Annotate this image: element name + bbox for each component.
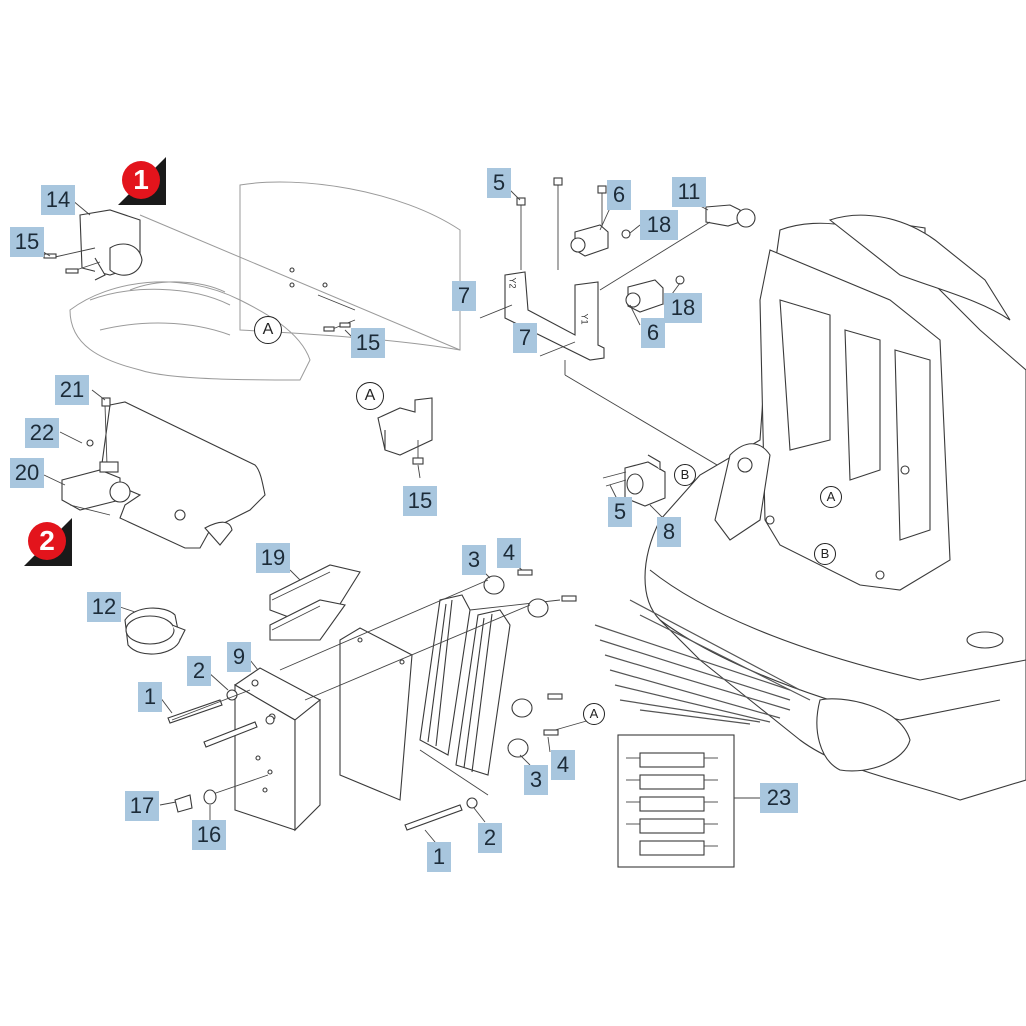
view-1-number: 1 <box>122 161 160 199</box>
view-1-badge[interactable]: 1 <box>118 157 166 205</box>
part-label-3[interactable]: 3 <box>524 765 548 795</box>
part-label-12[interactable]: 12 <box>87 592 121 622</box>
part-label-1[interactable]: 1 <box>427 842 451 872</box>
part-label-21[interactable]: 21 <box>55 375 89 405</box>
bracket-a-drawing <box>377 397 433 465</box>
reference-b-machine: B <box>814 543 836 565</box>
part-label-6[interactable]: 6 <box>607 180 631 210</box>
heat-sinks-drawing <box>419 594 561 796</box>
part-label-8[interactable]: 8 <box>657 517 681 547</box>
part-label-15[interactable]: 15 <box>10 227 44 257</box>
base-plate-drawing <box>61 397 266 549</box>
hood-panel-drawing <box>69 181 461 381</box>
reference-b-switch: B <box>674 464 696 486</box>
reference-a-machine: A <box>820 486 842 508</box>
part-label-22[interactable]: 22 <box>25 418 59 448</box>
part-14-relay-drawing <box>43 209 143 281</box>
machine-body-drawing <box>644 214 1026 801</box>
part-label-20[interactable]: 20 <box>10 458 44 488</box>
screws-washers-drawing <box>167 689 478 831</box>
part-19-ribbon-cable-drawing <box>269 564 361 641</box>
part-label-18[interactable]: 18 <box>664 293 702 323</box>
part-label-16[interactable]: 16 <box>192 820 226 850</box>
part-label-5[interactable]: 5 <box>487 168 511 198</box>
part-label-2[interactable]: 2 <box>187 656 211 686</box>
part-label-19[interactable]: 19 <box>256 543 290 573</box>
part-9-cover-box-drawing <box>209 667 321 832</box>
part-label-7[interactable]: 7 <box>452 281 476 311</box>
part-12-buzzer-drawing <box>124 607 186 655</box>
part-label-4[interactable]: 4 <box>497 538 521 568</box>
part-8-switch-drawing <box>602 454 666 507</box>
part-label-18[interactable]: 18 <box>640 210 678 240</box>
view-2-number: 2 <box>28 522 66 560</box>
part-23-fuse-panel-drawing <box>617 734 765 868</box>
part-label-15[interactable]: 15 <box>403 486 437 516</box>
side-brush-drawing <box>594 599 811 725</box>
part-label-1[interactable]: 1 <box>138 682 162 712</box>
valve-bracket-drawing <box>479 177 811 521</box>
part-label-6[interactable]: 6 <box>641 318 665 348</box>
reference-a-mount: A <box>583 703 605 725</box>
reference-a-hood: A <box>254 316 282 344</box>
insulating-sheet-drawing <box>339 627 413 801</box>
bracket-mark-y2: Y2 <box>507 277 518 289</box>
reference-a-bracket: A <box>356 382 384 410</box>
part-label-3[interactable]: 3 <box>462 545 486 575</box>
view-2-badge[interactable]: 2 <box>24 518 72 566</box>
part-label-11[interactable]: 11 <box>672 177 706 207</box>
part-label-17[interactable]: 17 <box>125 791 159 821</box>
part-label-14[interactable]: 14 <box>41 185 75 215</box>
part-label-5[interactable]: 5 <box>608 497 632 527</box>
part-15-screws-drawing <box>289 267 356 332</box>
part-label-23[interactable]: 23 <box>760 783 798 813</box>
part-label-9[interactable]: 9 <box>227 642 251 672</box>
bracket-mark-y1: Y1 <box>579 313 590 325</box>
part-label-2[interactable]: 2 <box>478 823 502 853</box>
part-label-15[interactable]: 15 <box>351 328 385 358</box>
rubber-mounts-drawing <box>279 569 591 758</box>
part-label-4[interactable]: 4 <box>551 750 575 780</box>
part-label-7[interactable]: 7 <box>513 323 537 353</box>
